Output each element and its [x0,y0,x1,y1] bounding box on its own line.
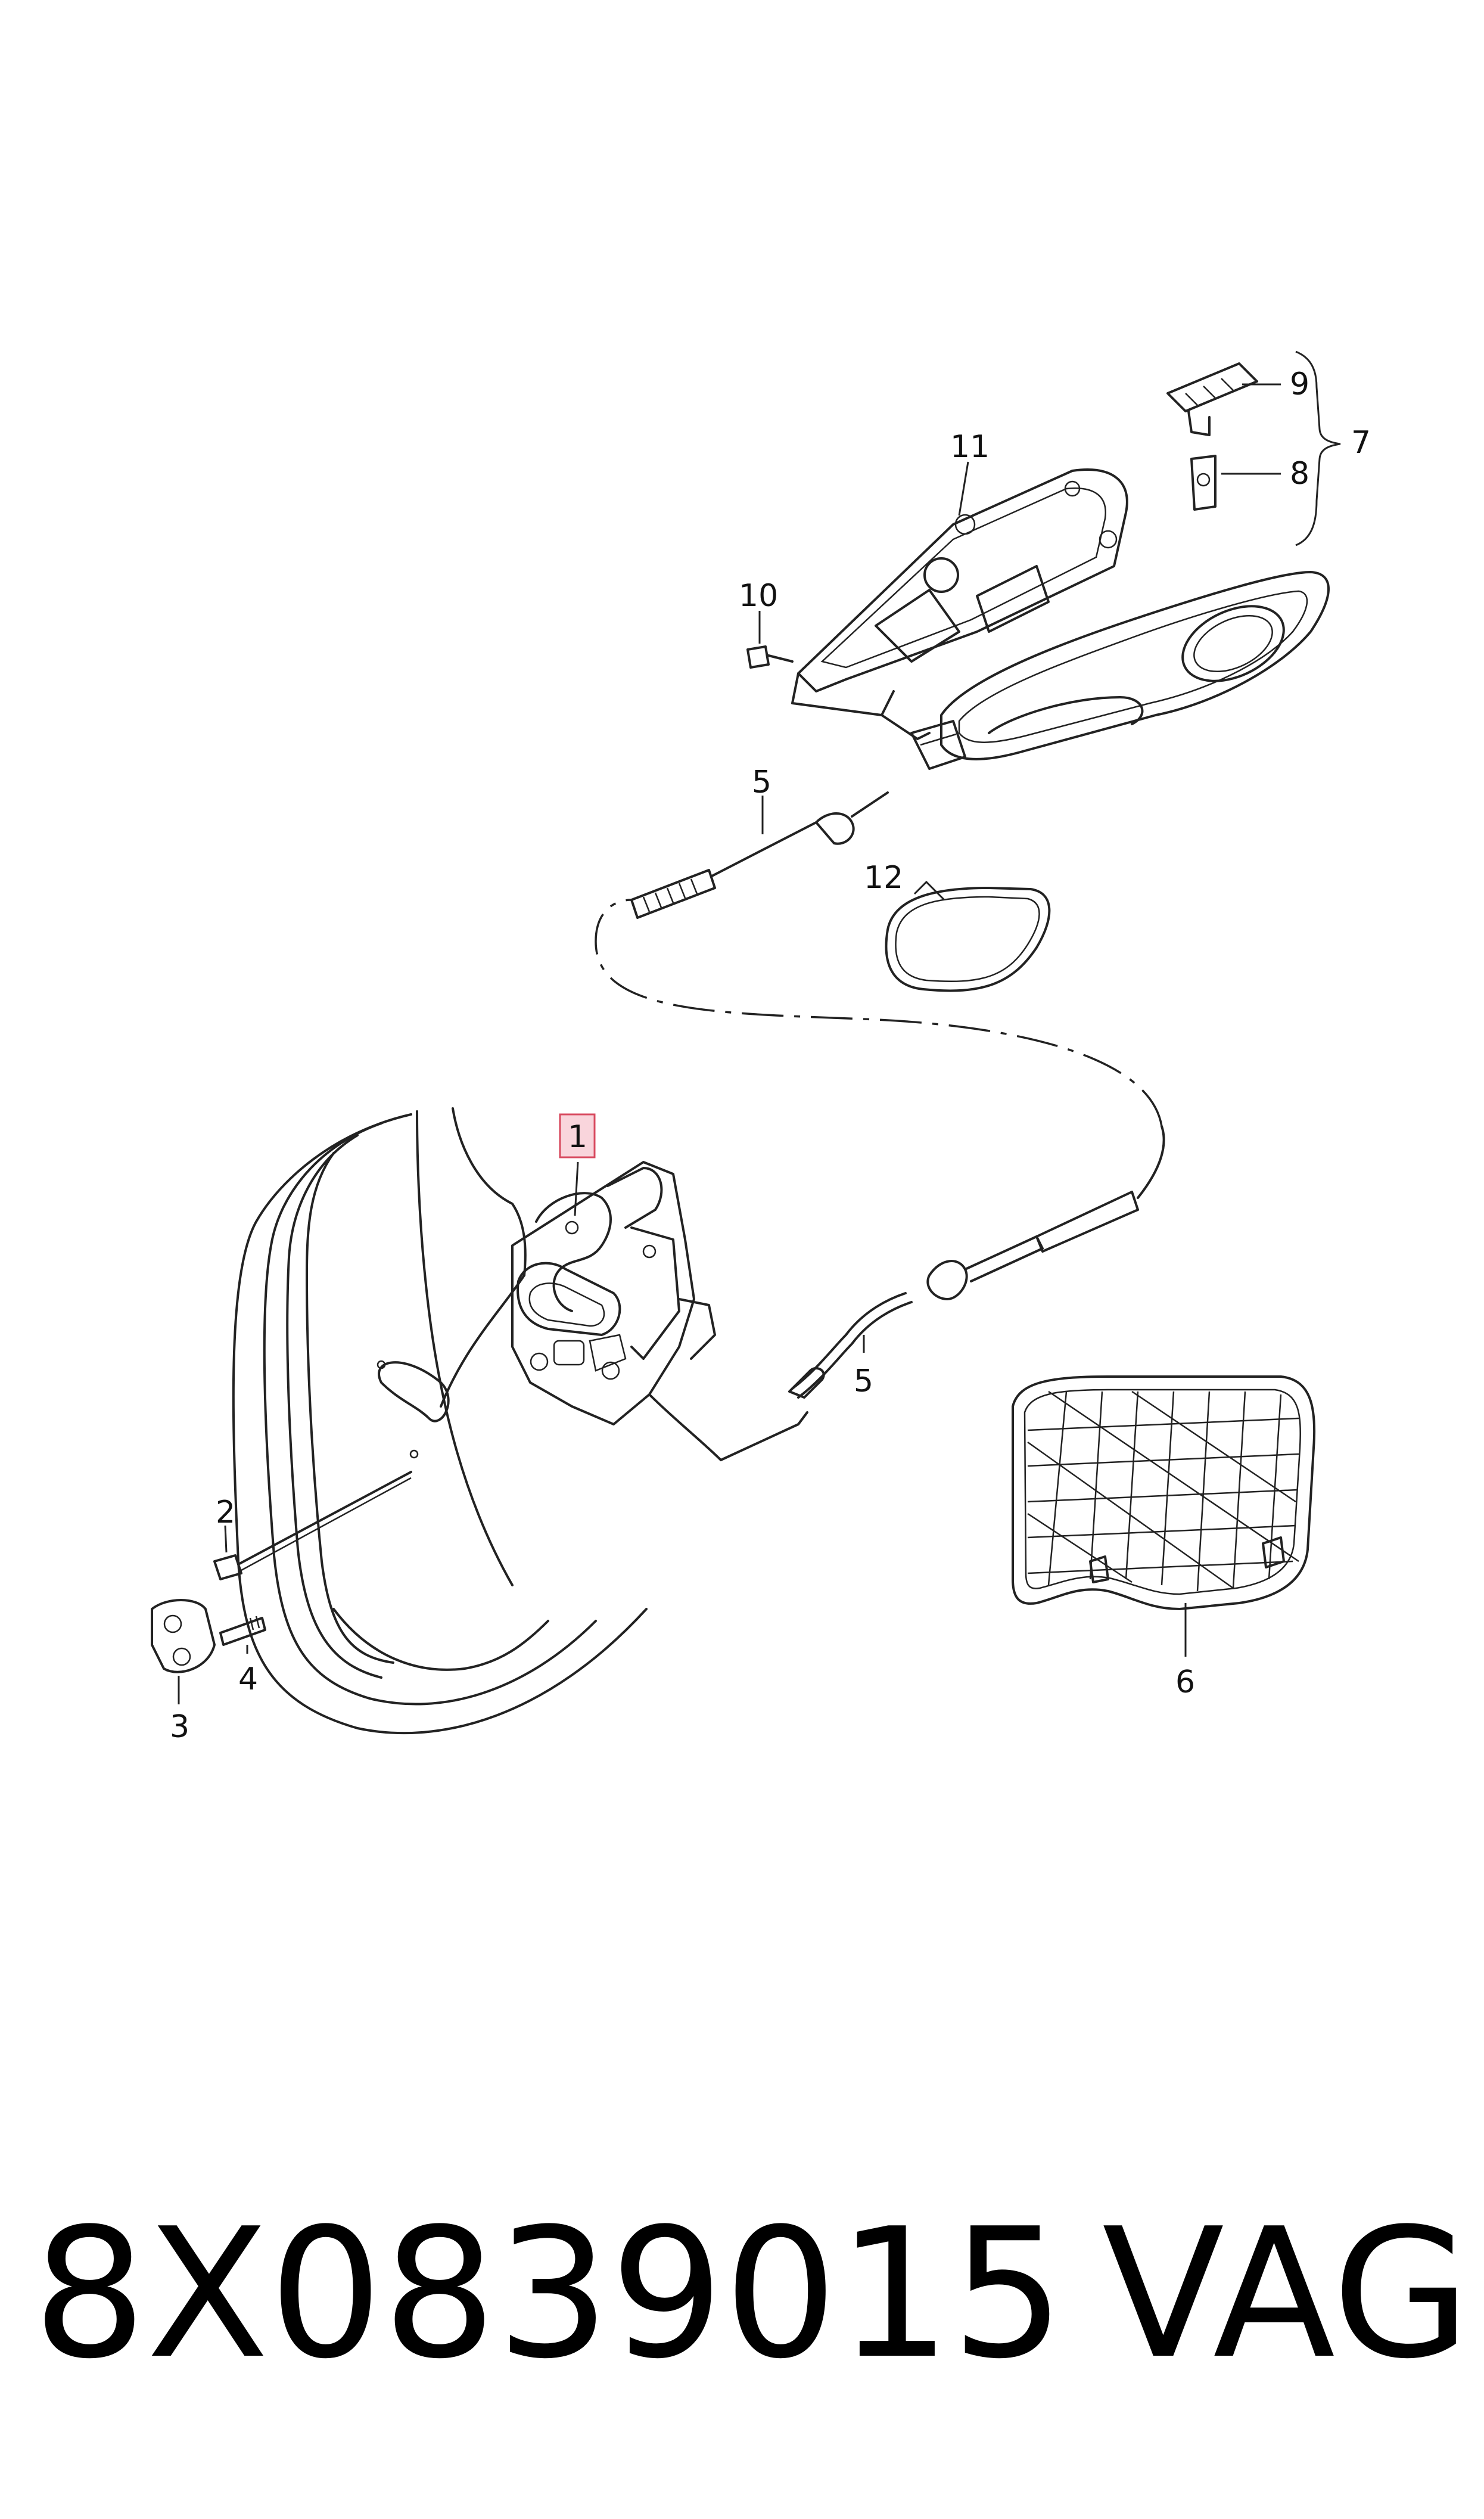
callout-4: 4 [238,1661,258,1697]
door-handle [910,571,1330,770]
callout-9: 9 [1290,366,1309,402]
door-lock-assembly [511,1161,808,1461]
callout-7: 7 [1351,425,1371,461]
handle-seal [885,887,1051,992]
bowden-cable [595,791,1165,1399]
callout-1: 1 [568,1119,587,1155]
callout-10: 10 [739,578,778,614]
cylinder-parts [1166,362,1258,511]
group-bracket-7 [1295,350,1341,546]
callout-5-lower: 5 [854,1363,873,1399]
callout-12: 12 [864,860,903,896]
handle-carrier [746,468,1128,740]
protective-cover [1012,1375,1316,1610]
callout-11: 11 [950,429,990,465]
part-number-caption: 8X0839015 [33,2190,1065,2398]
callout-8: 8 [1290,456,1309,492]
door-frame [232,1107,648,1735]
leader-lines [178,383,1281,1704]
callout-2: 2 [216,1495,235,1530]
callout-1-highlight [559,1113,596,1158]
callout-3: 3 [170,1709,189,1745]
brand-caption: VAG [1102,2190,1471,2398]
callout-5-upper: 5 [752,765,771,800]
callout-6: 6 [1175,1664,1195,1700]
striker-parts [151,1471,412,1673]
